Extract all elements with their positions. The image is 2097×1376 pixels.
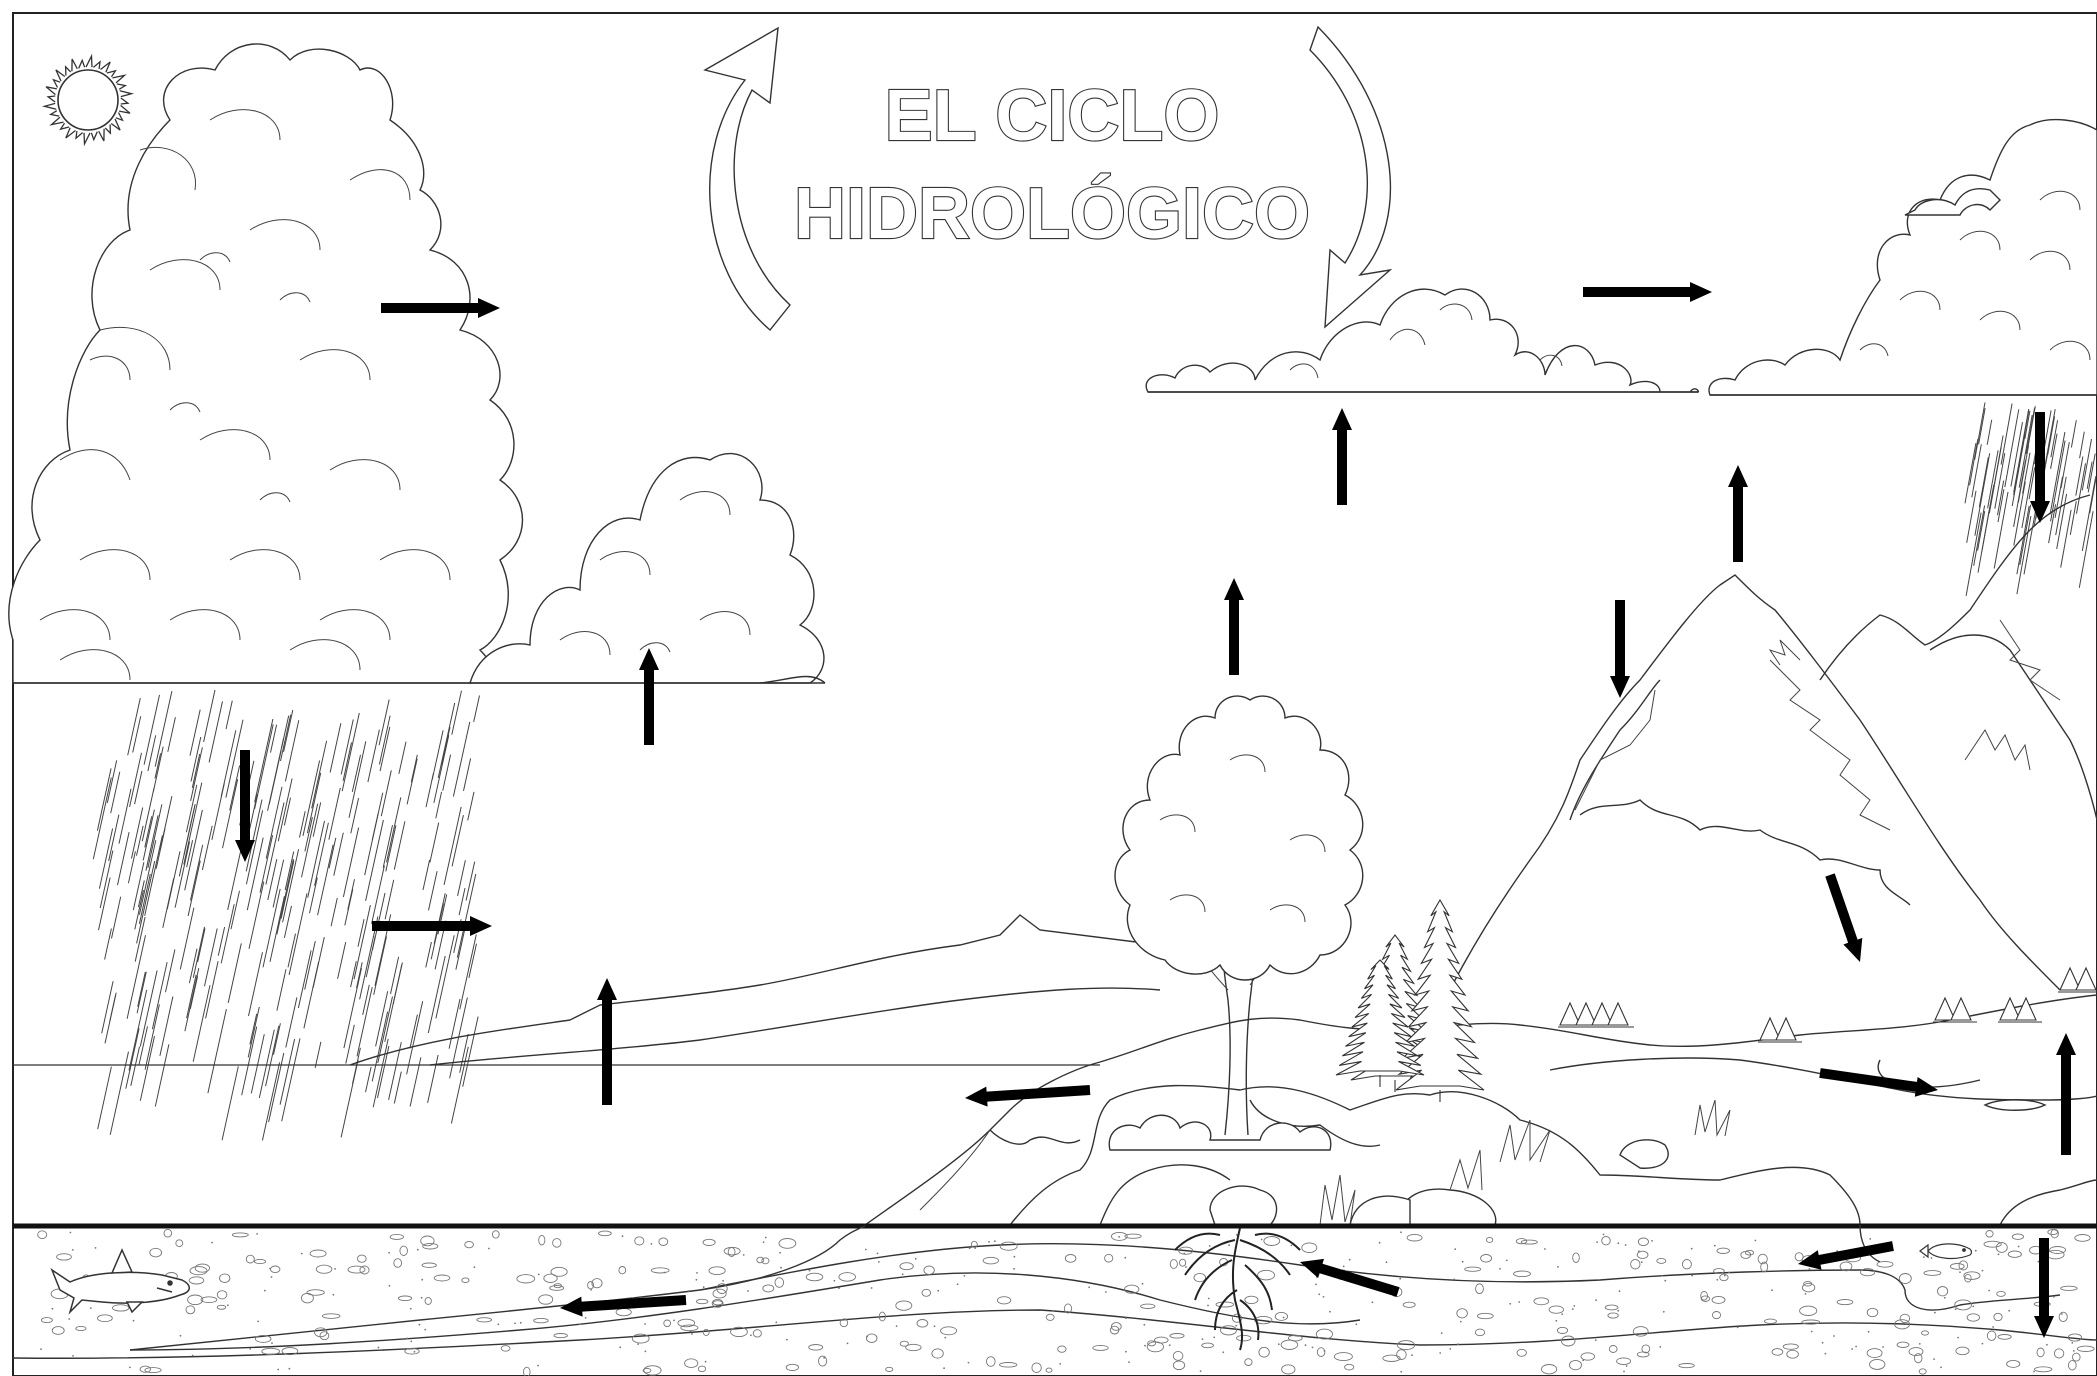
left-snow-patch xyxy=(1574,689,1656,811)
right-mountain-snow xyxy=(1999,619,2061,701)
main-mountain-snowline xyxy=(1579,799,1911,906)
land-edge-right xyxy=(1999,1179,2097,1226)
rock-boulder-4 xyxy=(1349,1195,1411,1226)
flow-arrow xyxy=(560,1295,687,1317)
small-pine xyxy=(1999,996,2021,1021)
underground-pebbles xyxy=(37,1228,2095,1376)
flow-arrow xyxy=(1332,408,1352,505)
rocks-foreground xyxy=(1009,1084,1861,1226)
main-mountain-ridge-detail-2 xyxy=(1768,639,1801,666)
rain-right xyxy=(1964,402,2097,596)
fish-icon xyxy=(1919,1243,1973,1260)
shoreline xyxy=(864,994,2097,1226)
small-pine xyxy=(2075,966,2097,991)
distant-ridge-2 xyxy=(429,987,1161,1066)
storm-cloud-left-details xyxy=(39,109,451,681)
stratus-cloud-center xyxy=(1145,288,1700,393)
aquifer-upper-2 xyxy=(129,1272,1361,1351)
flow-arrow xyxy=(372,916,492,936)
underground-layers xyxy=(12,1224,2097,1359)
storm-cloud-left xyxy=(8,43,524,684)
title-arrows xyxy=(703,25,1393,332)
small-pine xyxy=(1607,1001,1629,1026)
pine-tree xyxy=(1335,959,1425,1087)
flow-arrow xyxy=(597,978,617,1105)
tree-canopy-details xyxy=(1159,754,1326,923)
main-mountain xyxy=(1409,574,2061,1081)
flow-arrow xyxy=(2034,1238,2054,1338)
storm-cloud-right-top xyxy=(1904,188,2001,216)
flow-arrows xyxy=(235,282,2076,1338)
flow-arrow xyxy=(1224,578,1244,675)
rock-boulder-1 xyxy=(1209,1185,1278,1226)
tree-canopy xyxy=(1114,695,1364,981)
storm-cloud-right-details xyxy=(1859,190,2091,361)
right-mountain-2 xyxy=(1929,634,2097,821)
storm-cloud-right xyxy=(1708,118,2097,396)
small-pine xyxy=(1775,1016,1797,1041)
title-left-curved-arrow xyxy=(703,26,791,332)
rock-boulder-3 xyxy=(1619,1139,1669,1169)
flow-arrow xyxy=(2030,412,2050,523)
flow-arrow xyxy=(965,1085,1091,1107)
aquifer-mid xyxy=(12,1309,2097,1359)
rain-left xyxy=(92,689,480,1141)
mountains xyxy=(349,494,2097,1081)
pine-tree xyxy=(1395,898,1485,1102)
rocks-foreground-3 xyxy=(1249,1099,1381,1147)
right-mountain-snow-2 xyxy=(1964,729,2031,771)
frame-border xyxy=(12,12,2097,1376)
flow-arrow xyxy=(1610,600,1630,698)
flow-arrow xyxy=(1728,465,1748,562)
stratus-cloud-center-details xyxy=(1289,303,1563,379)
sun-icon xyxy=(41,53,135,147)
small-pine xyxy=(2059,966,2081,991)
flow-arrow xyxy=(2056,1033,2076,1155)
cumulus-cloud-middle-details xyxy=(559,491,751,656)
cloud-base-flare xyxy=(759,675,826,684)
shark-icon xyxy=(50,1248,190,1315)
cliff-left xyxy=(989,1129,1081,1145)
tree-bushes xyxy=(1108,1114,1332,1151)
shoreline-detail xyxy=(919,1129,991,1211)
pond xyxy=(1983,1099,2047,1111)
aquifer-lower xyxy=(699,1243,2061,1311)
flow-arrow xyxy=(381,298,500,318)
flow-arrow xyxy=(235,750,255,862)
small-pine xyxy=(1934,996,1956,1021)
title-line-1: EL CICLO xyxy=(885,76,1220,156)
small-pine xyxy=(1759,1016,1781,1041)
cumulus-cloud-middle xyxy=(469,453,825,684)
small-pine-clusters xyxy=(1558,966,2097,1043)
title-line-2: HIDROLÓGICO xyxy=(794,173,1310,254)
land-surface xyxy=(13,994,2097,1226)
small-pine xyxy=(2015,996,2037,1021)
right-mountain xyxy=(1819,494,2091,681)
flow-arrow xyxy=(1819,1068,1938,1097)
small-pine xyxy=(1591,1001,1613,1026)
flow-arrow xyxy=(1798,1241,1894,1270)
grass-tufts xyxy=(1319,1099,1731,1226)
rocks-foreground-2 xyxy=(1099,1164,1231,1226)
flow-arrow xyxy=(1825,873,1863,962)
lake xyxy=(1549,1057,2097,1101)
small-pine xyxy=(1559,1001,1581,1026)
small-pine xyxy=(1575,1001,1597,1026)
title-right-curved-arrow xyxy=(1309,25,1393,329)
flow-arrow xyxy=(639,648,659,745)
small-pine xyxy=(1950,996,1972,1021)
tree-roots xyxy=(1174,1227,1301,1351)
pine-trees xyxy=(1335,898,1485,1102)
deciduous-tree xyxy=(1108,695,1364,1151)
distant-ridge xyxy=(349,914,1161,1066)
flow-arrow xyxy=(1300,1258,1400,1297)
flow-arrow xyxy=(1583,282,1712,302)
main-mountain-ridge-detail xyxy=(1769,659,1891,831)
main-mountain-snow-left xyxy=(1569,679,1661,821)
rock-boulder-2 xyxy=(1398,1188,1497,1226)
